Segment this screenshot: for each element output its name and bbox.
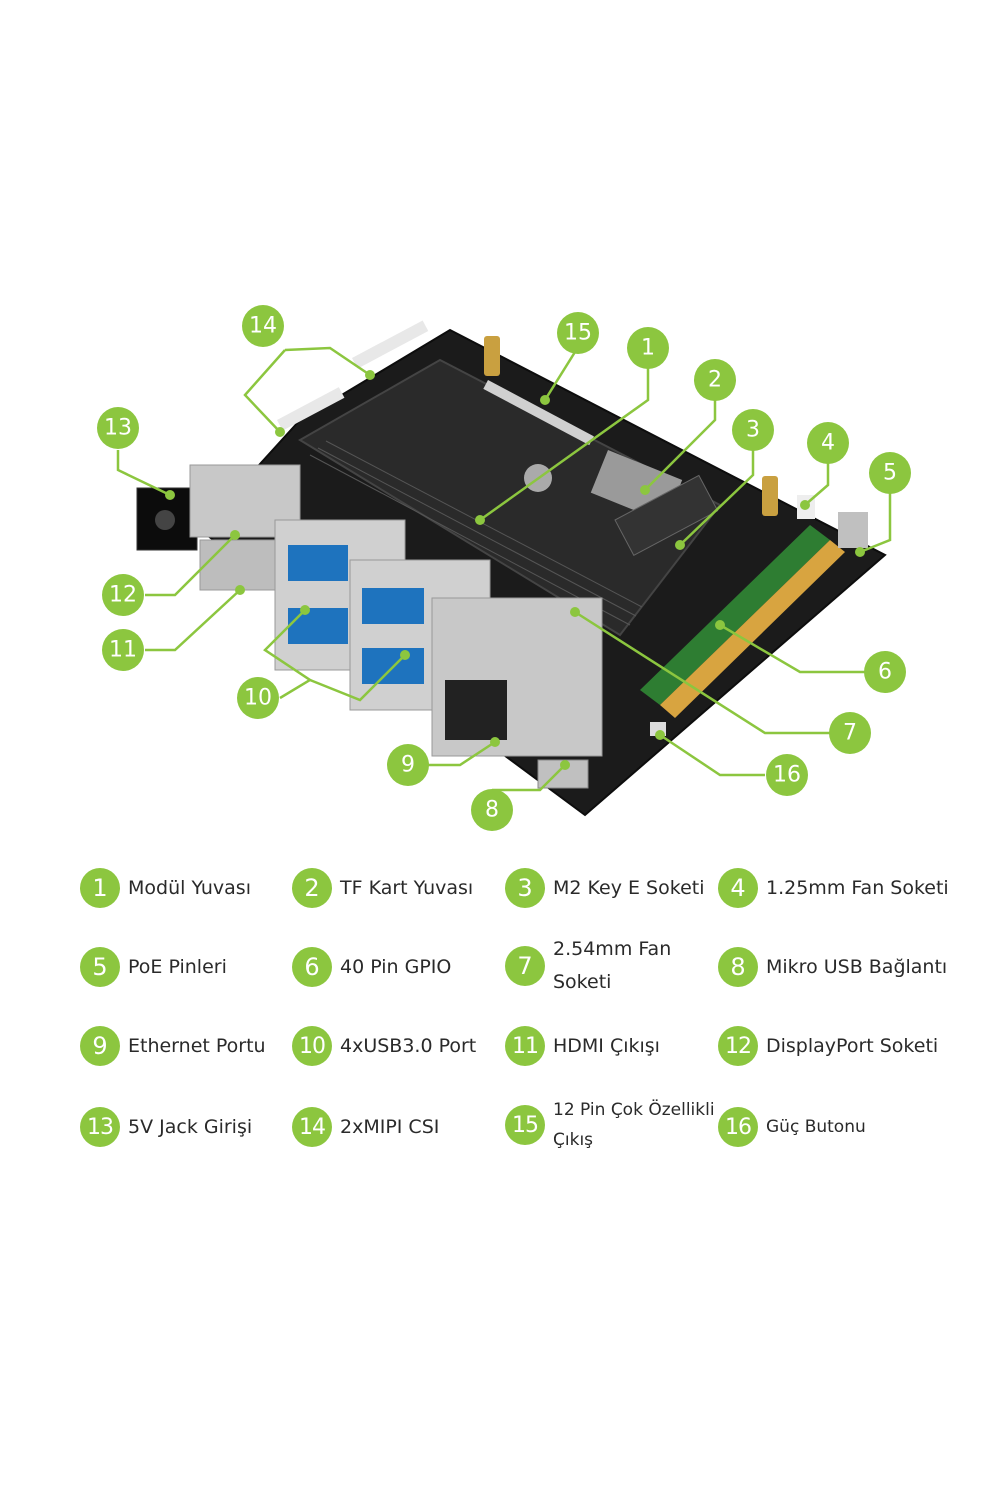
- legend-item-13: 13 5V Jack Girişi: [80, 1107, 290, 1147]
- legend-number: 15: [505, 1105, 545, 1145]
- legend-label: M2 Key E Soketi: [553, 876, 705, 899]
- gpio-header: [640, 525, 845, 718]
- legend-item-14: 14 2xMIPI CSI: [292, 1107, 502, 1147]
- legend-number: 16: [718, 1107, 758, 1147]
- poe-pins: [838, 512, 868, 548]
- legend-label: 12 Pin Çok Özellikli Çıkış: [553, 1100, 715, 1150]
- legend-number: 13: [80, 1107, 120, 1147]
- legend-number: 4: [718, 868, 758, 908]
- legend-number: 7: [505, 946, 545, 986]
- callout-3: 3: [732, 409, 774, 451]
- callout-5: 5: [869, 452, 911, 494]
- legend-item-1: 1 Modül Yuvası: [80, 868, 285, 908]
- legend-label: Güç Butonu: [766, 1117, 866, 1137]
- legend-item-9: 9 Ethernet Portu: [80, 1026, 290, 1066]
- callout-6: 6: [864, 651, 906, 693]
- legend-number: 8: [718, 947, 758, 987]
- svg-text:13: 13: [104, 416, 132, 441]
- module-slot-pins: [309, 440, 643, 626]
- svg-text:14: 14: [249, 314, 277, 339]
- standoff: [762, 476, 778, 516]
- mipi-connector: [351, 320, 429, 369]
- legend-label: 1.25mm Fan Soketi: [766, 876, 949, 899]
- callout-7: 7: [829, 712, 871, 754]
- legend-label: Ethernet Portu: [128, 1034, 266, 1057]
- legend-number: 2: [292, 868, 332, 908]
- callout-10: 10: [237, 677, 279, 719]
- m2-slot: [614, 474, 719, 556]
- legend-label: DisplayPort Soketi: [766, 1034, 939, 1057]
- svg-text:11: 11: [109, 638, 137, 663]
- 12-pin-header: [483, 380, 594, 446]
- legend-label: PoE Pinleri: [128, 955, 227, 978]
- svg-text:4: 4: [821, 431, 835, 456]
- callout-13: 13: [97, 407, 139, 449]
- legend-label: HDMI Çıkışı: [553, 1034, 660, 1057]
- legend-label: 40 Pin GPIO: [340, 955, 452, 978]
- callout-15: 15: [557, 312, 599, 354]
- legend-number: 11: [505, 1026, 545, 1066]
- legend-label: 2xMIPI CSI: [340, 1115, 440, 1138]
- legend-item-10: 10 4xUSB3.0 Port: [292, 1026, 502, 1066]
- svg-text:1: 1: [641, 336, 655, 361]
- leader-dots: [165, 370, 865, 770]
- svg-text:2: 2: [708, 368, 722, 393]
- legend-item-4: 4 1.25mm Fan Soketi: [718, 868, 968, 908]
- mipi-connector: [277, 387, 345, 431]
- legend-item-15: 15 12 Pin Çok Özellikli Çıkış: [505, 1095, 720, 1155]
- svg-text:15: 15: [564, 321, 592, 346]
- legend-item-16: 16 Güç Butonu: [718, 1107, 968, 1147]
- svg-text:7: 7: [843, 721, 857, 746]
- legend-number: 1: [80, 868, 120, 908]
- board-diagram: 1 2 3 4 5 6 7 8 9 10 11 12 13 14 15 16: [97, 305, 911, 831]
- svg-text:12: 12: [109, 583, 137, 608]
- svg-text:16: 16: [773, 763, 801, 788]
- legend-item-3: 3 M2 Key E Soketi: [505, 868, 715, 908]
- legend-number: 5: [80, 947, 120, 987]
- legend-label: 2.54mm Fan Soketi: [553, 938, 672, 993]
- leader-lines: [116, 346, 892, 792]
- svg-text:9: 9: [401, 753, 415, 778]
- standoff: [484, 336, 500, 376]
- legend-item-12: 12 DisplayPort Soketi: [718, 1026, 983, 1066]
- callout-14: 14: [242, 305, 284, 347]
- callout-9: 9: [387, 744, 429, 786]
- legend-label: TF Kart Yuvası: [340, 876, 474, 899]
- legend-number: 3: [505, 868, 545, 908]
- svg-text:5: 5: [883, 461, 897, 486]
- hdmi-port: [199, 539, 276, 591]
- svg-text:3: 3: [746, 418, 760, 443]
- legend-item-11: 11 HDMI Çıkışı: [505, 1026, 715, 1066]
- legend-number: 12: [718, 1026, 758, 1066]
- callout-8: 8: [471, 789, 513, 831]
- callout-1: 1: [627, 327, 669, 369]
- legend-number: 10: [292, 1026, 332, 1066]
- callout-12: 12: [102, 574, 144, 616]
- legend-item-8: 8 Mikro USB Bağlantı: [718, 947, 988, 987]
- ethernet-port: [431, 597, 603, 757]
- legend-item-2: 2 TF Kart Yuvası: [292, 868, 497, 908]
- legend-number: 9: [80, 1026, 120, 1066]
- legend-number: 14: [292, 1107, 332, 1147]
- legend-item-5: 5 PoE Pinleri: [80, 947, 285, 987]
- legend-item-7: 7 2.54mm Fan Soketi: [505, 933, 675, 999]
- legend-label: Modül Yuvası: [128, 876, 251, 899]
- callout-2: 2: [694, 359, 736, 401]
- legend-item-6: 6 40 Pin GPIO: [292, 947, 497, 987]
- legend-label: 4xUSB3.0 Port: [340, 1034, 477, 1057]
- legend-label: Mikro USB Bağlantı: [766, 955, 948, 978]
- callout-11: 11: [102, 629, 144, 671]
- legend-number: 6: [292, 947, 332, 987]
- svg-text:6: 6: [878, 660, 892, 685]
- callout-16: 16: [766, 754, 808, 796]
- legend-label: 5V Jack Girişi: [128, 1115, 253, 1138]
- svg-text:8: 8: [485, 798, 499, 823]
- callout-4: 4: [807, 422, 849, 464]
- svg-text:10: 10: [244, 686, 272, 711]
